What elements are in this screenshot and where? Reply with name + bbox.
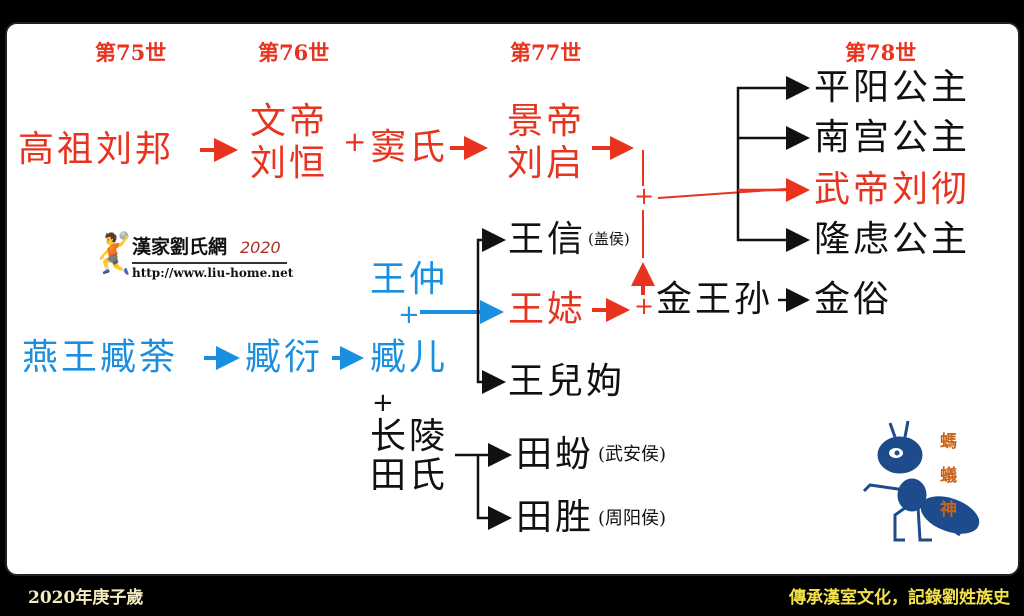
node-wangerxu: 王兒姁 (508, 361, 626, 402)
node-wangxin: 王信 (508, 219, 587, 260)
node-pingyang: 平阳公主 (814, 67, 971, 108)
node-tian-1: 长陵 (370, 416, 449, 457)
bracket-tian (476, 453, 505, 520)
plus-jin: + (634, 292, 655, 320)
node-wendi-1: 文帝 (250, 101, 329, 142)
node-jinsu: 金俗 (814, 279, 893, 320)
logo-year: 2020 (240, 238, 281, 257)
bracket-78 (736, 86, 800, 242)
node-wendi-2: 刘恒 (250, 143, 329, 184)
ant-icon (862, 420, 980, 542)
node-nangong: 南宫公主 (814, 117, 971, 158)
footer-right: 傳承漢室文化，記錄劉姓族史 (789, 588, 1010, 608)
plus-tian: + (372, 388, 394, 418)
logo-figure-icon: 🤾 (88, 231, 138, 277)
diagram-panel (5, 22, 1020, 576)
node-zanger: 臧儿 (370, 337, 449, 378)
tiansheng-title: (周阳侯) (598, 508, 667, 529)
node-wudi: 武帝刘彻 (814, 169, 971, 210)
site-logo: 🤾 漢家劉氏網 2020 http://www.liu-home.net (88, 232, 293, 287)
node-tiansheng: 田胜 (516, 497, 595, 538)
node-jingdi-2: 刘启 (507, 143, 586, 184)
wangxin-title: (盖侯) (588, 230, 630, 248)
gen-75-label: 第75世 (95, 40, 167, 65)
node-yanwang: 燕王臧荼 (22, 337, 179, 378)
node-wangzhi: 王娡 (508, 289, 587, 330)
gen-78-label: 第78世 (845, 40, 917, 65)
gen-77-label: 第77世 (510, 40, 582, 65)
mascot-label: 螞蟻神 (940, 432, 957, 520)
node-wangzhong: 王仲 (370, 259, 449, 300)
node-jinwangsun: 金王孙 (656, 279, 774, 320)
logo-url: http://www.liu-home.net (132, 266, 294, 280)
gen-76-label: 第76世 (258, 40, 330, 65)
tianfen-title: (武安侯) (598, 444, 667, 465)
node-tian-2: 田氏 (370, 455, 449, 496)
ant-mascot: 螞蟻神 (860, 415, 990, 550)
logo-name: 漢家劉氏網 (132, 236, 228, 258)
plus-jing: + (634, 182, 655, 210)
node-gaozu: 高祖刘邦 (18, 129, 175, 170)
plus-dou: + (343, 125, 367, 158)
footer-left: 2020年庚子歲 (28, 588, 144, 608)
node-dou: 窦氏 (370, 127, 449, 168)
plus-wang: + (398, 300, 420, 330)
node-tianfen: 田蚡 (516, 434, 595, 475)
node-longlv: 隆虑公主 (814, 219, 971, 260)
node-zangyan: 臧衍 (245, 337, 324, 378)
node-jingdi-1: 景帝 (507, 101, 586, 142)
